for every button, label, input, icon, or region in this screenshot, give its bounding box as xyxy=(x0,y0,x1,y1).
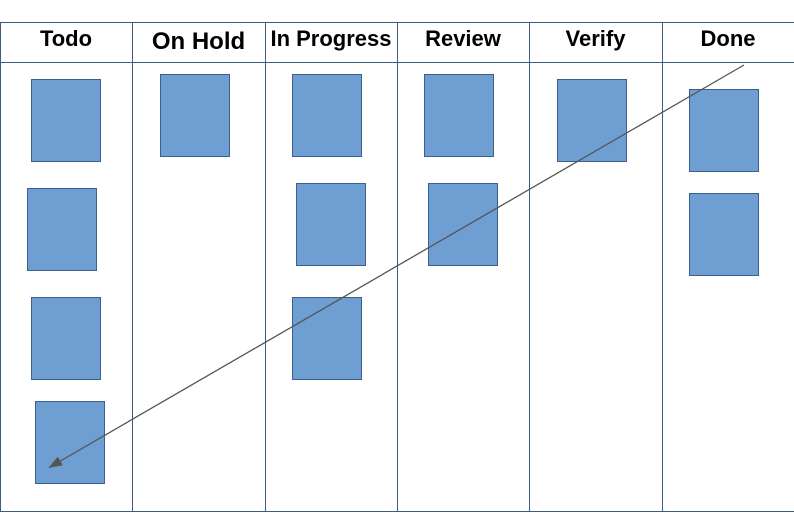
column-divider xyxy=(397,22,398,511)
todo-card[interactable] xyxy=(31,297,101,380)
column-divider xyxy=(662,22,663,511)
column-header-on-hold: On Hold xyxy=(151,28,246,55)
review-card[interactable] xyxy=(428,183,498,266)
in-progress-card[interactable] xyxy=(292,74,362,157)
column-divider xyxy=(529,22,530,511)
review-card[interactable] xyxy=(424,74,494,157)
column-header-verify: Verify xyxy=(565,26,626,51)
column-divider xyxy=(265,22,266,511)
column-header-todo: Todo xyxy=(39,26,93,51)
done-card[interactable] xyxy=(689,193,759,276)
in-progress-card[interactable] xyxy=(296,183,366,266)
column-header-done: Done xyxy=(700,26,756,51)
column-divider xyxy=(132,22,133,511)
on-hold-card[interactable] xyxy=(160,74,230,157)
column-header-review: Review xyxy=(425,26,501,51)
column-header-in-progress: In Progress xyxy=(270,26,392,51)
todo-card[interactable] xyxy=(31,79,101,162)
board-bottom-border xyxy=(0,511,794,512)
todo-card[interactable] xyxy=(27,188,97,271)
in-progress-card[interactable] xyxy=(292,297,362,380)
column-divider xyxy=(0,22,1,511)
done-card[interactable] xyxy=(689,89,759,172)
todo-card[interactable] xyxy=(35,401,105,484)
verify-card[interactable] xyxy=(557,79,627,162)
